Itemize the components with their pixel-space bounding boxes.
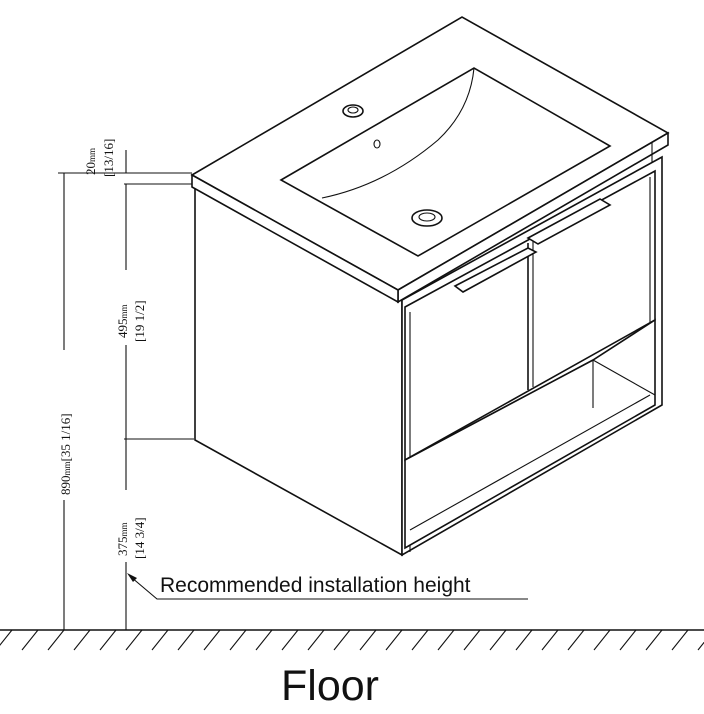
shelf-top-edge bbox=[404, 359, 594, 461]
faucet-hole-inner bbox=[347, 106, 359, 114]
drain bbox=[411, 209, 443, 227]
dim-label-cabinet: 495mm [19 1/2] bbox=[115, 300, 147, 342]
dim-countertop-mm: 20mm bbox=[83, 148, 98, 175]
installation-height-annotation: Recommended installation height bbox=[127, 573, 528, 600]
dim-cabinet-inch: [19 1/2] bbox=[132, 300, 147, 342]
leader-line bbox=[130, 576, 528, 600]
countertop-left-edge bbox=[191, 173, 399, 304]
right-handle bbox=[526, 198, 612, 245]
dim-label-countertop: 20mm [13/16] bbox=[83, 139, 116, 177]
overflow-hole bbox=[373, 139, 381, 149]
shelf-bottom-edge bbox=[409, 394, 651, 531]
shelf-side-edge bbox=[592, 359, 656, 396]
floor-label: Floor bbox=[281, 662, 379, 710]
floor-hatching bbox=[0, 629, 704, 651]
dimension-lines bbox=[58, 150, 194, 630]
dim-label-total: 890mm[35 1/16] bbox=[58, 413, 73, 495]
dim-cabinet-mm: 495mm bbox=[115, 304, 130, 338]
dim-clearance-mm: 375mm bbox=[115, 522, 130, 556]
floor: Floor bbox=[0, 629, 704, 710]
drain-inner bbox=[418, 212, 436, 222]
sink-basin-inner-curve bbox=[321, 67, 475, 199]
dim-label-clearance: 375mm [14 3/4] bbox=[115, 517, 147, 559]
vanity-cabinet bbox=[190, 16, 670, 557]
sink-basin bbox=[279, 67, 612, 257]
dim-countertop-inch: [13/16] bbox=[101, 139, 116, 177]
dim-total: 890mm[35 1/16] bbox=[58, 413, 73, 495]
installation-height-label: Recommended installation height bbox=[160, 574, 471, 597]
faucet-hole bbox=[342, 104, 364, 118]
leader-arrowhead bbox=[127, 573, 137, 582]
left-handle bbox=[453, 247, 538, 293]
dim-clearance-inch: [14 3/4] bbox=[132, 517, 147, 559]
